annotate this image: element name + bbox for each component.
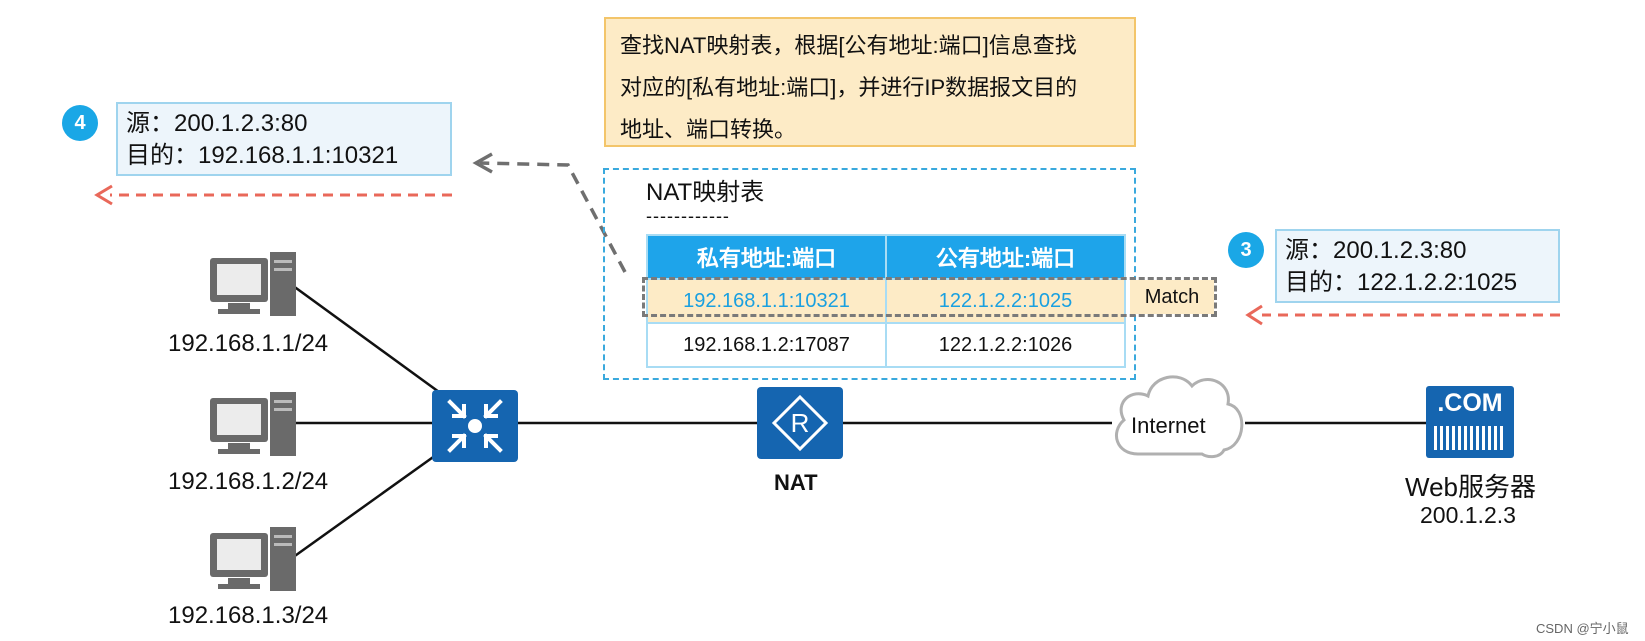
table-row: 192.168.1.2:17087 122.1.2.2:1026 [646, 322, 1126, 368]
match-label: Match [1130, 280, 1214, 314]
internet-cloud [1108, 362, 1250, 467]
nat-table-header-row: 私有地址:端口 公有地址:端口 [646, 234, 1126, 280]
public-cell: 122.1.2.2:1026 [885, 322, 1126, 368]
pc-icon [210, 392, 296, 456]
note-line-3: 地址、端口转换。 [620, 117, 797, 142]
step-4-packet: 源：200.1.2.3:80 目的：192.168.1.1:10321 [116, 102, 452, 176]
cloud-icon [1114, 375, 1244, 459]
header-private: 私有地址:端口 [646, 234, 887, 280]
pc-icon [210, 252, 296, 316]
private-cell: 192.168.1.2:17087 [646, 322, 887, 368]
step-3-badge: 3 [1228, 232, 1264, 268]
step-3-dst: 目的：122.1.2.2:1025 [1285, 269, 1518, 296]
step-4-dst: 目的：192.168.1.1:10321 [126, 142, 399, 169]
host-pc-3 [210, 525, 300, 600]
nat-router-label: NAT [774, 470, 818, 495]
step-4-badge: 4 [62, 105, 98, 141]
host-pc-1 [210, 250, 300, 325]
lookup-note: 查找NAT映射表，根据[公有地址:端口]信息查找 对应的[私有地址:端口]，并进… [604, 17, 1136, 147]
note-line-2: 对应的[私有地址:端口]，并进行IP数据报文目的 [620, 75, 1078, 100]
lookup-arrow [479, 161, 627, 273]
server-badge: .COM [1437, 389, 1503, 417]
header-public: 公有地址:端口 [885, 234, 1126, 280]
switch-icon [432, 390, 518, 462]
server-icon [1426, 386, 1514, 458]
match-highlight [642, 277, 1217, 317]
server-ip: 200.1.2.3 [1420, 502, 1516, 528]
host-3-label: 192.168.1.3/24 [168, 602, 329, 629]
step-4-src: 源：200.1.2.3:80 [126, 110, 308, 137]
web-server [1426, 386, 1514, 463]
router-icon: R [757, 387, 843, 459]
nat-table-title: NAT映射表 [646, 179, 765, 206]
host-2-label: 192.168.1.2/24 [168, 468, 329, 495]
nat-table-frame [603, 168, 1136, 380]
internet-label: Internet [1131, 413, 1206, 438]
host-pc-2 [210, 390, 300, 465]
table-row-match: 192.168.1.1:10321 122.1.2.2:1025 [646, 278, 1126, 324]
pc-icon [210, 527, 296, 591]
nat-router: R [757, 387, 843, 464]
nat-table-title-rule: ------------ [646, 206, 730, 226]
note-line-1: 查找NAT映射表，根据[公有地址:端口]信息查找 [620, 33, 1077, 58]
server-label: Web服务器 [1405, 472, 1536, 502]
svg-text:R: R [791, 408, 810, 438]
step-3-packet: 源：200.1.2.3:80 目的：122.1.2.2:1025 [1275, 229, 1560, 303]
nat-mapping-table: 私有地址:端口 公有地址:端口 192.168.1.1:10321 122.1.… [646, 234, 1126, 368]
watermark: CSDN @宁小鼠 [1536, 621, 1629, 636]
step-3-src: 源：200.1.2.3:80 [1285, 237, 1467, 264]
switch-device [432, 390, 518, 467]
host-1-label: 192.168.1.1/24 [168, 330, 329, 357]
